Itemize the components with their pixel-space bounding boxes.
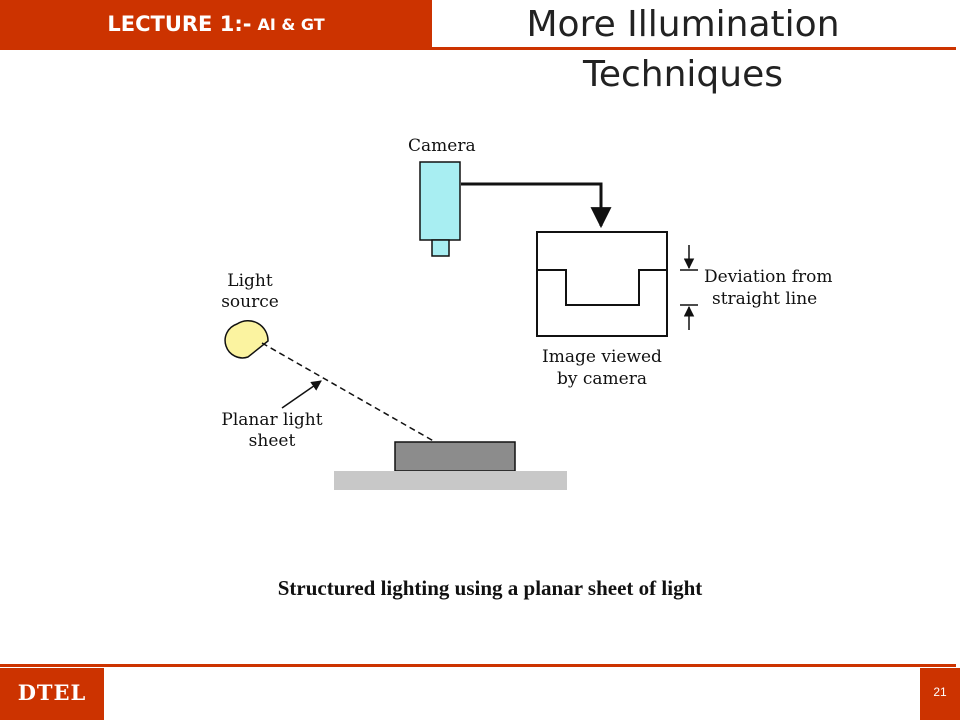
light-source-label-1: Light: [227, 271, 273, 291]
deviation-label-2: straight line: [712, 289, 817, 309]
planar-sheet-label-2: sheet: [249, 431, 296, 451]
camera-label: Camera: [408, 136, 476, 156]
camera-signal-arrow: [461, 182, 612, 229]
course-label: AI & GT: [257, 14, 325, 34]
page-number: 21: [933, 685, 947, 699]
light-source-lamp: [224, 319, 269, 359]
lecture-title: LECTURE 1:- AI & GT: [0, 0, 432, 48]
slide-title-line-1: More Illumination: [526, 4, 840, 45]
planar-sheet-label-1: Planar light: [221, 410, 322, 430]
header-banner: [0, 0, 432, 48]
camera-body: [419, 161, 461, 241]
inspected-object: [394, 441, 516, 472]
camera-image-frame: [536, 231, 668, 337]
header-rule: [0, 47, 956, 50]
light-source-label-2: source: [221, 292, 279, 312]
deviation-label-1: Deviation from: [704, 267, 833, 287]
slide-title-line-2: Techniques: [582, 54, 784, 95]
planar-sheet-pointer: [281, 380, 322, 409]
work-surface: [334, 471, 567, 490]
light-stripe-profile: [537, 269, 667, 306]
page-number-box: [920, 668, 960, 720]
image-viewed-label-2: by camera: [557, 369, 647, 389]
slide-title: More Illumination Techniques: [470, 0, 896, 100]
footer-org-label: DTEL: [17, 680, 87, 705]
image-viewed-label-1: Image viewed: [542, 347, 662, 367]
footer-rule: [0, 664, 956, 667]
camera-lens: [431, 239, 450, 257]
lecture-label: LECTURE 1:-: [107, 12, 252, 36]
footer-org-banner: [0, 668, 104, 720]
figure-caption: Structured lighting using a planar sheet…: [277, 576, 703, 600]
